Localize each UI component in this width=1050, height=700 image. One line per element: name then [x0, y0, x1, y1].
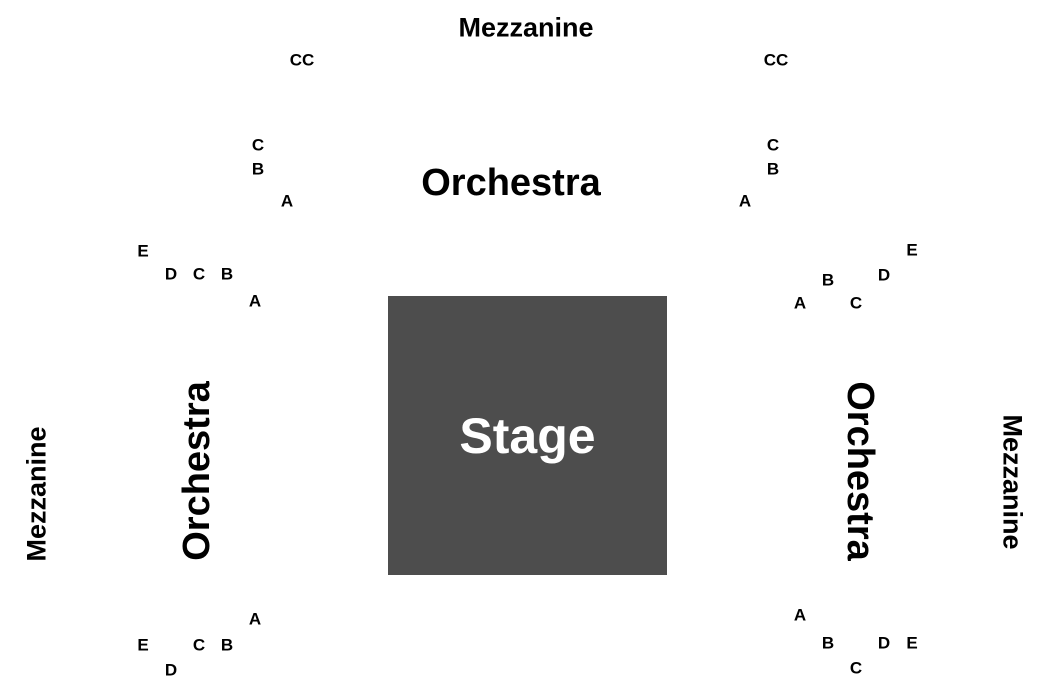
row-label-top-right-b: B: [766, 159, 780, 179]
row-label-top-right-cc: CC: [763, 50, 789, 70]
row-label-left-lower-d: D: [164, 660, 178, 680]
orchestra-right-label: Orchestra: [839, 381, 881, 561]
row-label-left-upper-c: C: [192, 264, 206, 284]
row-label-top-left-b: B: [251, 159, 265, 179]
row-label-top-left-cc: CC: [289, 50, 315, 70]
stage: Stage: [388, 296, 667, 575]
row-label-right-lower-c: C: [849, 658, 863, 678]
row-label-left-lower-a: A: [248, 609, 262, 629]
row-label-left-lower-c: C: [192, 635, 206, 655]
orchestra-top-label: Orchestra: [421, 162, 601, 204]
row-label-right-lower-d: D: [877, 633, 891, 653]
row-label-top-left-a: A: [280, 191, 294, 211]
row-label-top-right-c: C: [766, 135, 780, 155]
row-label-right-upper-b: B: [821, 270, 835, 290]
row-label-right-upper-e: E: [906, 240, 918, 260]
mezzanine-left-label: Mezzanine: [21, 426, 52, 562]
row-label-left-upper-d: D: [164, 264, 178, 284]
row-label-right-upper-a: A: [793, 293, 807, 313]
row-label-right-lower-a: A: [793, 605, 807, 625]
row-label-right-upper-c: C: [849, 293, 863, 313]
mezzanine-top-label: Mezzanine: [458, 12, 594, 43]
row-label-left-lower-b: B: [220, 635, 234, 655]
row-label-right-upper-d: D: [877, 265, 891, 285]
row-label-left-upper-a: A: [248, 291, 262, 311]
row-label-right-lower-e: E: [906, 633, 918, 653]
row-label-left-lower-e: E: [137, 635, 149, 655]
row-label-left-upper-e: E: [137, 241, 149, 261]
row-label-top-left-c: C: [251, 135, 265, 155]
mezzanine-right-label: Mezzanine: [997, 414, 1028, 550]
row-label-left-upper-b: B: [220, 264, 234, 284]
row-label-top-right-a: A: [738, 191, 752, 211]
row-label-right-lower-b: B: [821, 633, 835, 653]
orchestra-left-label: Orchestra: [176, 381, 218, 561]
stage-label: Stage: [459, 407, 596, 464]
